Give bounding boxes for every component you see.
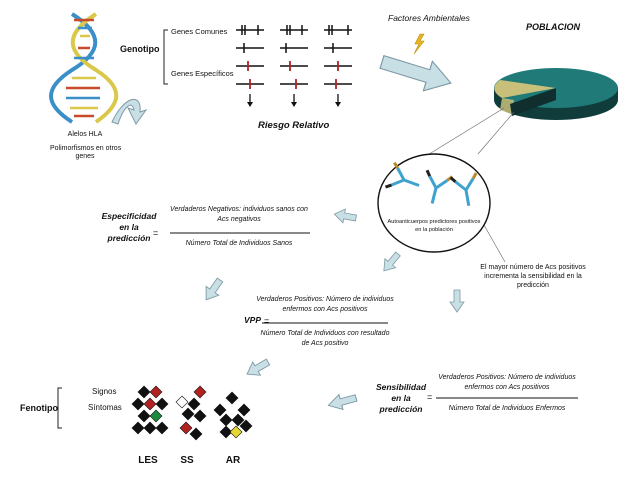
sintomas-label: Síntomas xyxy=(88,403,122,412)
especificidad-numerator-2: Acs negativos xyxy=(217,216,261,223)
factores-ambientales-label: Factores Ambientales xyxy=(388,13,470,23)
especificidad-title-1: Especificidad xyxy=(101,211,157,221)
signos-label: Signos xyxy=(92,387,117,396)
vpp-numerator-2: enfermos con Acs positivos xyxy=(282,306,368,313)
dna-helix-icon xyxy=(49,12,119,124)
sensibilidad-numerator-1: Verdaderos Positivos: Número de individu… xyxy=(438,374,576,381)
nota-line2: incrementa la sensibilidad en la xyxy=(484,273,582,280)
especificidad-denominator: Número Total de Individuos Sanos xyxy=(185,240,293,247)
fenotipo-bracket xyxy=(57,387,62,429)
especificidad-title-2: en la xyxy=(119,222,139,232)
dna-caption-1: Alelos HLA xyxy=(67,131,103,138)
sensibilidad-equals: = xyxy=(427,392,433,402)
vpp-title: VPP xyxy=(244,315,262,325)
sensibilidad-title-2: en la xyxy=(391,393,411,403)
arrow-to-sensibilidad xyxy=(449,289,465,313)
autoanticuerpos-line1: Autoanticuerpos predictores positivos xyxy=(387,219,481,225)
disease-les: LES xyxy=(138,455,158,466)
arrow-to-vpp xyxy=(378,249,404,276)
vpp-denominator-2: de Acs positivo xyxy=(301,340,349,347)
genotipo-label: Genotipo xyxy=(120,44,160,54)
arrow-to-poblacion xyxy=(376,46,456,99)
especificidad-numerator-1: Verdaderos Negativos: individuos sanos c… xyxy=(170,206,308,213)
autoanticuerpos-circle xyxy=(377,153,491,253)
sensibilidad-numerator-2: enfermos con Acs positivos xyxy=(464,384,550,391)
arrow-from-sensibilidad xyxy=(325,390,359,414)
arrow-from-vpp xyxy=(242,354,273,382)
autoanticuerpos-line2: en la población xyxy=(415,227,453,233)
curved-arrow-icon xyxy=(111,98,148,125)
especificidad-equals: = xyxy=(153,228,159,238)
disease-ss: SS xyxy=(180,455,194,466)
vpp-denominator-1: Número Total de Individuos con resultado xyxy=(260,330,390,337)
vpp-equals: = xyxy=(264,316,270,326)
arrow-to-especificidad xyxy=(332,206,358,226)
lightning-icon xyxy=(413,33,425,55)
les-diamonds xyxy=(131,385,169,435)
disease-ar: AR xyxy=(225,455,241,466)
genotipo-bracket xyxy=(163,29,168,85)
especificidad-title-3: predicción xyxy=(107,233,151,243)
nota-line1: El mayor número de Acs positivos xyxy=(480,264,586,271)
vpp-numerator-1: Verdaderos Positivos: Número de individu… xyxy=(256,296,394,303)
ss-diamonds xyxy=(175,385,207,441)
poblacion-label: POBLACION xyxy=(526,22,580,32)
riesgo-relativo-label: Riesgo Relativo xyxy=(258,120,330,131)
poblacion-pie-icon xyxy=(494,68,618,120)
sensibilidad-title-1: Sensibilidad xyxy=(375,382,427,392)
dna-caption-3: genes xyxy=(75,153,95,160)
sensibilidad-denominator: Número Total de Individuos Enfermos xyxy=(448,405,566,412)
nota-line3: predicción xyxy=(517,282,549,289)
sensibilidad-title-3: predicción xyxy=(379,404,423,414)
arrow-from-especificidad xyxy=(199,275,227,305)
fenotipo-label: Fenotipo xyxy=(20,403,58,413)
gene-markers xyxy=(236,25,352,107)
genes-especificos-label: Genes Específicos xyxy=(171,69,234,78)
dna-caption-2: Polimorfismos en otros xyxy=(50,145,122,152)
ar-diamonds xyxy=(213,391,253,439)
genes-comunes-label: Genes Comunes xyxy=(171,27,228,36)
